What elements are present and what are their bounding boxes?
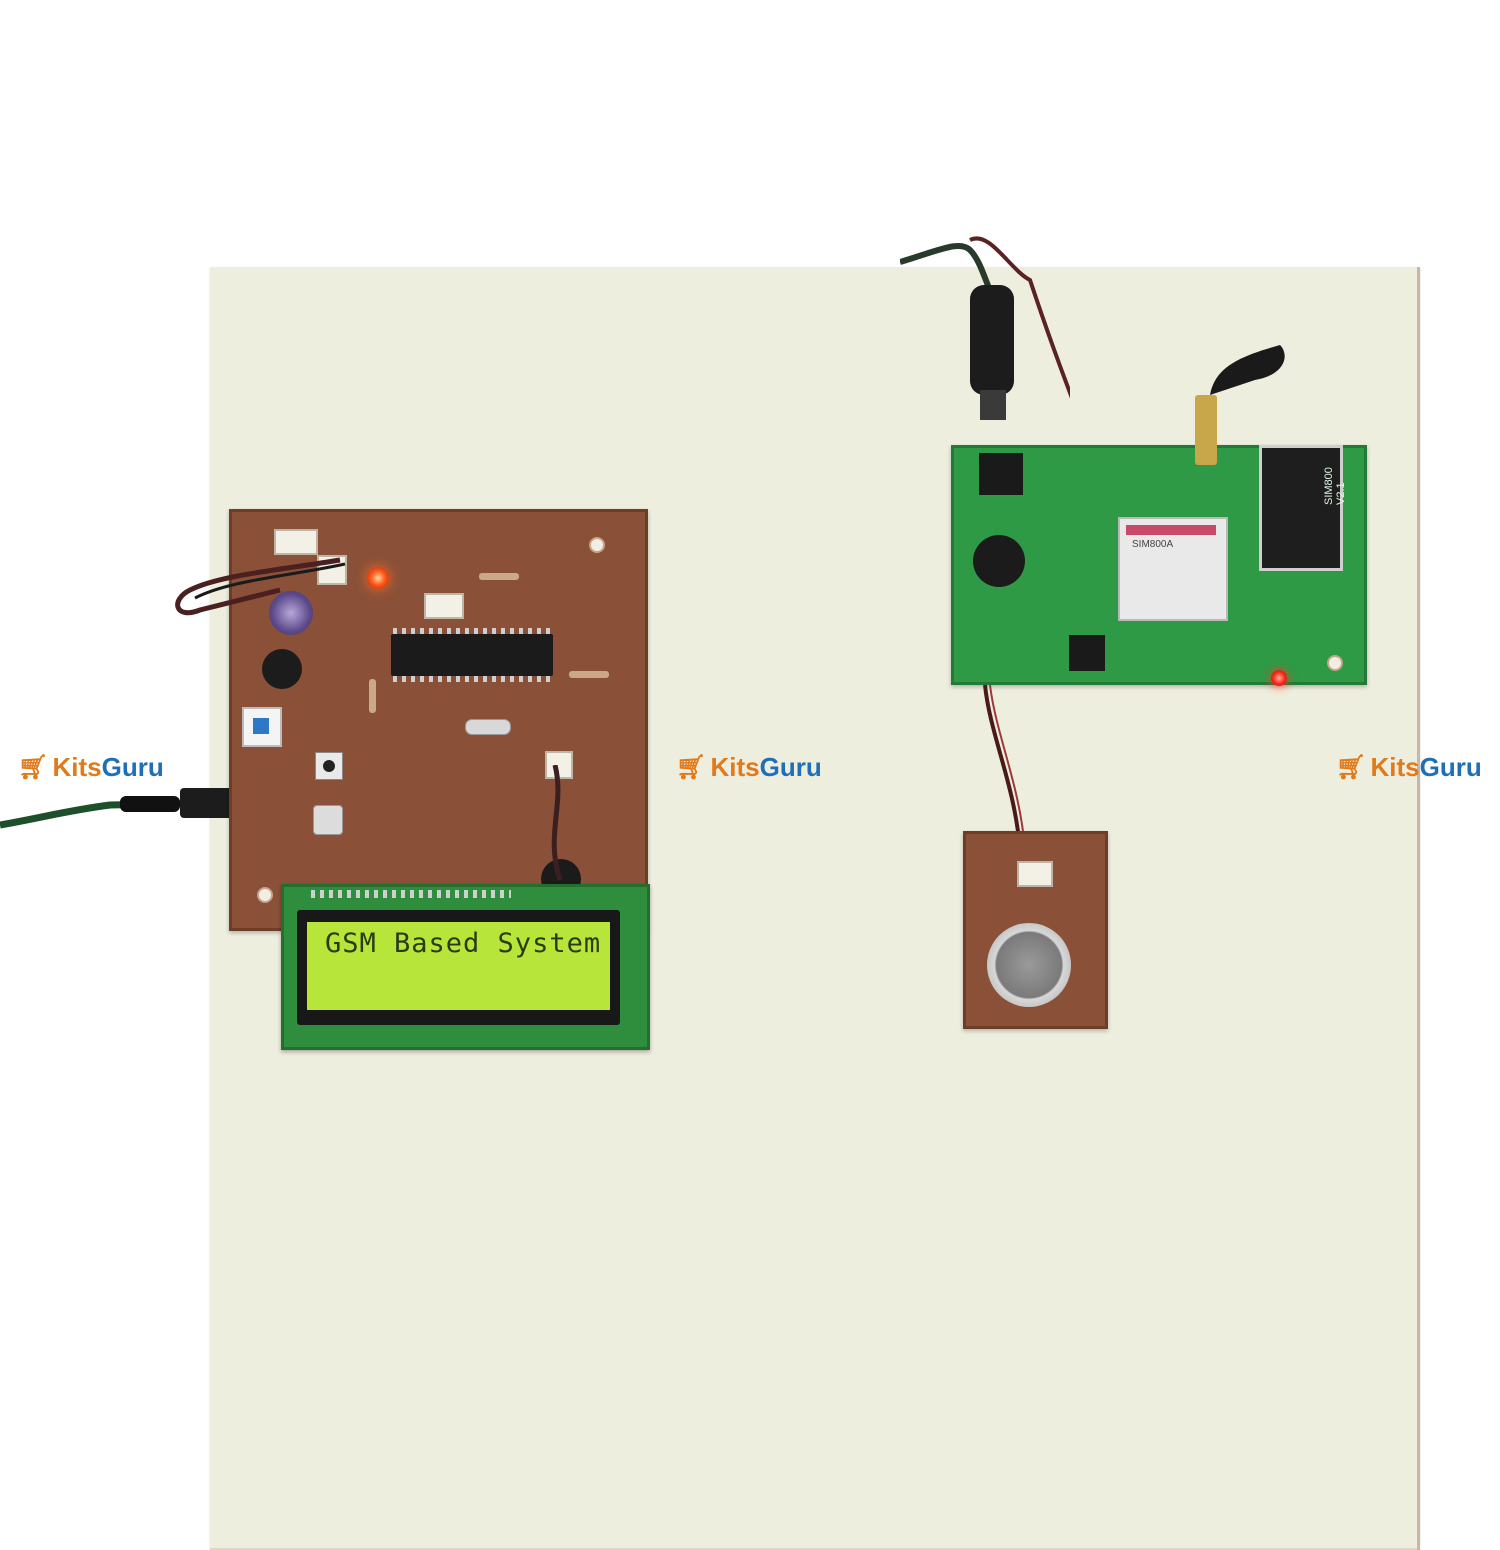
sim-card-holder [1259, 445, 1343, 571]
microcontroller-ic [391, 634, 553, 676]
regulator-component [262, 649, 302, 689]
watermark-kits: Kits [710, 752, 760, 782]
ic-pins [393, 676, 551, 682]
lcd-module: GSM Based System [281, 884, 650, 1050]
chip-label: SIM800A [1132, 539, 1174, 550]
resistor [569, 671, 609, 678]
watermark-kits: Kits [52, 752, 102, 782]
watermark-guru: Guru [759, 752, 822, 782]
cart-icon: 🛒︎ [1336, 754, 1367, 781]
cart-icon: 🛒︎ [676, 754, 707, 781]
power-switch [242, 707, 282, 747]
ic-pins [393, 628, 551, 634]
gsm-buzzer [973, 535, 1025, 587]
sensor-connector [1017, 861, 1053, 887]
gsm-power-cable [900, 236, 1070, 420]
gsm-module-pcb: SIM800A SIM800 V2.1 [951, 445, 1367, 686]
gas-sensor [987, 923, 1071, 1007]
mount-hole [259, 889, 271, 901]
voltage-regulator [1069, 635, 1105, 671]
board-label: SIM800 V2.1 [1323, 467, 1347, 505]
gsm-antenna [1195, 345, 1285, 465]
cart-icon: 🛒︎ [18, 754, 49, 781]
lcd-screen: GSM Based System [307, 922, 610, 1010]
reset-button [315, 752, 343, 780]
sensor-cable [983, 685, 1026, 851]
watermark-guru: Guru [101, 752, 164, 782]
potentiometer [313, 805, 343, 835]
watermark-guru: Guru [1419, 752, 1482, 782]
resistor [369, 679, 376, 713]
power-led [367, 567, 389, 589]
gas-sensor-board [963, 831, 1108, 1029]
sim800-chip: SIM800A [1118, 517, 1228, 621]
mount-hole [1329, 657, 1341, 669]
lcd-text: GSM Based System [325, 928, 602, 959]
buzzer-wire [551, 765, 563, 881]
relimate-connector [424, 593, 464, 619]
dc-jack [979, 453, 1023, 495]
lcd-header-pins [311, 890, 511, 898]
lcd-bezel: GSM Based System [297, 910, 620, 1025]
electrolytic-capacitor [269, 591, 313, 635]
mount-hole [591, 539, 603, 551]
connector-wires [175, 557, 346, 616]
gsm-status-led [1271, 670, 1287, 686]
watermark-kits: Kits [1370, 752, 1420, 782]
crystal-oscillator [465, 719, 511, 735]
resistor [479, 573, 519, 580]
controller-pcb [229, 509, 648, 931]
relimate-connector [274, 529, 318, 555]
